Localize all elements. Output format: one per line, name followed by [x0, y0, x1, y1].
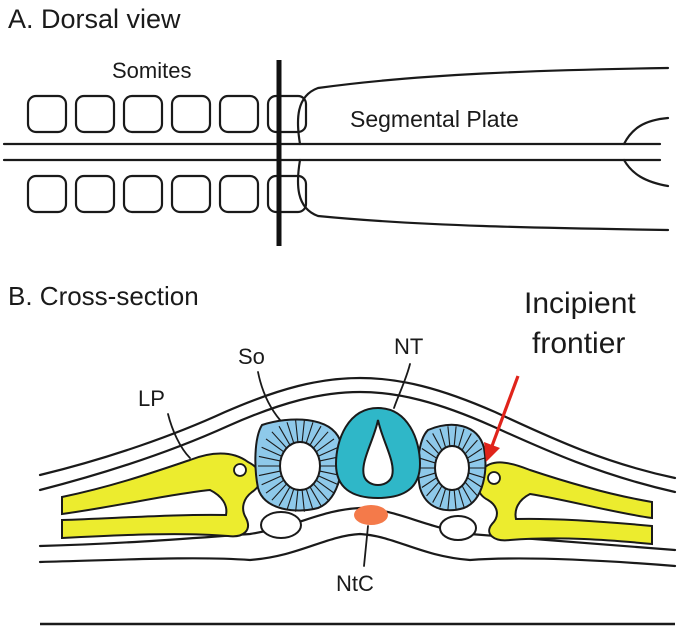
somite-cell-wall	[309, 425, 322, 447]
somite-cell-wall	[271, 431, 288, 450]
panel-a-title: A. Dorsal view	[8, 4, 181, 34]
lateral-plate-left-spot	[233, 463, 247, 477]
somite-cell-wall	[439, 428, 447, 450]
notochord	[354, 505, 388, 525]
frontier-arrow	[484, 375, 520, 462]
neural-canal	[362, 419, 394, 486]
somite-left	[254, 418, 344, 512]
somites-label: Somites	[112, 58, 192, 83]
somite-cell-wall	[286, 422, 295, 445]
lateral-plate-right-spot	[487, 471, 501, 485]
somite-cell-wall	[432, 483, 444, 503]
so-leader	[257, 371, 281, 421]
somite-cell-wall	[315, 438, 335, 453]
somite-cell-wall	[278, 485, 291, 507]
somite-cell-wall	[265, 479, 285, 494]
nt-leader	[393, 363, 411, 409]
segmental-plate-upper	[296, 66, 670, 146]
somite-cell-wall	[312, 482, 329, 501]
somite-block	[218, 94, 260, 134]
somite-right	[417, 423, 487, 512]
somite-cell-wall	[317, 446, 339, 458]
somite-block	[74, 94, 116, 134]
somite-cell-wall	[465, 448, 483, 460]
somite-cell-wall	[447, 487, 451, 510]
ntc-label: NtC	[336, 571, 374, 596]
panel-b-title: B. Cross-section	[8, 281, 199, 311]
endoderm-lower	[38, 532, 677, 568]
section-cut-line	[276, 60, 282, 246]
somite-cell-wall	[295, 420, 299, 444]
lateral-plate-left	[61, 452, 262, 540]
somite-cell-wall	[418, 457, 437, 464]
somite-cell-wall	[453, 487, 457, 510]
neural-tube	[334, 406, 422, 500]
lp-leader	[167, 413, 191, 459]
somite-cell-wall	[467, 472, 486, 479]
somite-block	[170, 174, 212, 214]
somite-cell-wall	[453, 426, 457, 449]
somite-cell-wall	[258, 470, 282, 477]
somite-cell-wall	[271, 482, 288, 501]
somite-cell-wall	[309, 485, 322, 507]
lp-label: LP	[138, 386, 165, 411]
frontier-label-line1: Incipient	[524, 287, 636, 320]
somite-cell-wall	[457, 428, 465, 450]
nt-label: NT	[394, 334, 424, 359]
dorsal-aorta-left	[260, 511, 302, 539]
somite-cell-wall	[317, 474, 339, 486]
segmental-plate-label: Segmental Plate	[350, 106, 519, 132]
somite-cell-wall	[465, 476, 483, 488]
somite-cell-wall	[426, 439, 441, 456]
somite-cell-wall	[305, 422, 314, 445]
somite-block	[266, 174, 308, 214]
lateral-plate-right	[476, 461, 653, 546]
somite-cell-wall	[265, 438, 285, 453]
somite-cell-wall	[261, 446, 283, 458]
somite-cell-wall	[258, 455, 282, 462]
so-label: So	[238, 344, 265, 369]
somite-cell-wall	[439, 486, 447, 508]
somite-cell-wall	[301, 488, 305, 512]
somite-cell-wall	[467, 457, 486, 464]
somite-cell-wall	[261, 474, 283, 486]
somite-cell-wall	[418, 472, 437, 479]
somite-cell-wall	[295, 488, 299, 512]
somite-cell-wall	[447, 426, 451, 449]
somite-cell-wall	[432, 433, 444, 453]
dorsal-aorta-right	[439, 515, 477, 541]
somite-cell-wall	[312, 431, 329, 450]
somite-block	[122, 94, 164, 134]
somite-cell-wall	[421, 448, 439, 460]
somite-cell-wall	[426, 480, 441, 497]
ectoderm-inner	[38, 390, 677, 494]
ntc-leader	[363, 525, 369, 567]
somite-cell-wall	[421, 476, 439, 488]
somite-block	[26, 94, 68, 134]
somite-cell-wall	[305, 487, 314, 510]
somite-cell-wall	[463, 439, 478, 456]
somite-block	[170, 94, 212, 134]
somite-cell-wall	[463, 480, 478, 497]
somite-block	[218, 174, 260, 214]
somite-cell-wall	[460, 483, 472, 503]
somite-cell-wall	[457, 486, 465, 508]
dorsal-view-diagram	[2, 60, 670, 246]
somite-block	[26, 174, 68, 214]
somite-block	[122, 174, 164, 214]
ectoderm-outer	[38, 376, 677, 480]
somite-cell-wall	[286, 487, 295, 510]
somite-block	[74, 174, 116, 214]
somite-cell-wall	[315, 479, 335, 494]
somite-block	[266, 94, 308, 134]
segmental-plate-lower	[296, 158, 670, 232]
somite-cell-wall	[278, 425, 291, 447]
somite-rows	[26, 94, 308, 214]
somite-cell-wall	[301, 420, 305, 444]
frontier-label-line2: frontier	[532, 327, 626, 360]
somite-cell-wall	[460, 433, 472, 453]
